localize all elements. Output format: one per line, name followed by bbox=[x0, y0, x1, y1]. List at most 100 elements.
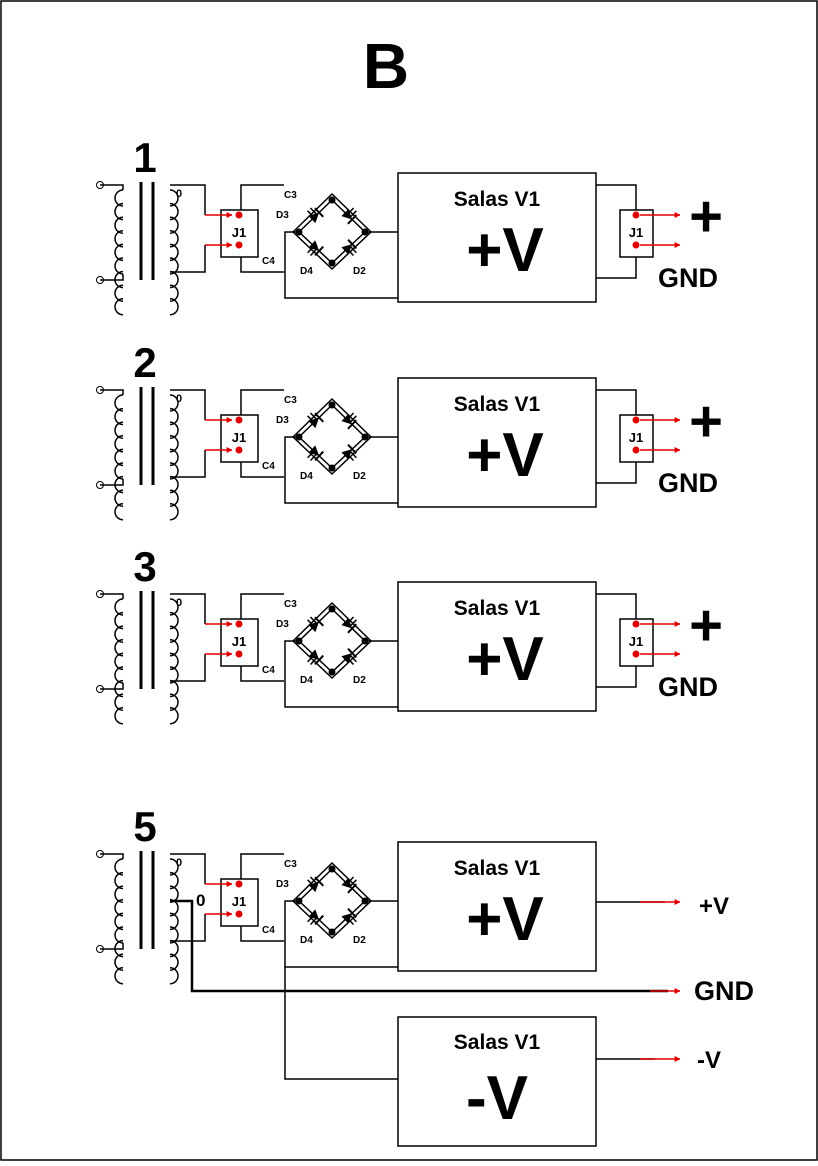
label-d3: D3 bbox=[276, 619, 289, 630]
label-d4: D4 bbox=[300, 266, 313, 277]
negative-feed-wire bbox=[284, 967, 398, 1080]
bridge-outer bbox=[292, 861, 373, 940]
output-connector: J1 bbox=[596, 389, 681, 484]
cap-plate bbox=[348, 653, 357, 663]
bridge-outer bbox=[292, 192, 373, 271]
output-ground-label: GND bbox=[658, 672, 718, 702]
capacitor-c1 bbox=[346, 876, 357, 888]
capacitor-c3 bbox=[307, 876, 318, 888]
module-number: 2 bbox=[133, 339, 156, 386]
secondary-lead-bottom bbox=[170, 245, 206, 273]
cap-plate bbox=[307, 244, 316, 254]
cap-plate bbox=[309, 616, 318, 625]
label-d4: D4 bbox=[300, 471, 313, 482]
capacitor-c4 bbox=[307, 913, 318, 926]
cap-plate bbox=[309, 656, 318, 666]
connector-pin-2 bbox=[235, 241, 243, 249]
regulator-negative-box bbox=[397, 1016, 597, 1147]
diode-bar bbox=[347, 214, 357, 225]
secondary-lead-top bbox=[170, 853, 206, 884]
capacitor-c3 bbox=[307, 207, 318, 219]
cap-plate bbox=[309, 247, 318, 257]
bridge-node bbox=[328, 401, 336, 409]
cap-plate bbox=[346, 876, 355, 885]
output-ground-label: GND bbox=[658, 468, 718, 498]
tap-label: 0 bbox=[176, 597, 182, 609]
cap-plate bbox=[309, 452, 318, 462]
cap-plate bbox=[309, 207, 318, 216]
label-c3: C3 bbox=[284, 190, 297, 201]
output-connector-label: J1 bbox=[629, 430, 643, 445]
label-d3: D3 bbox=[276, 879, 289, 890]
bridge-outer bbox=[292, 601, 373, 680]
bridge-node bbox=[328, 668, 336, 676]
tap-label: 0 bbox=[176, 393, 182, 405]
primary-winding bbox=[114, 394, 124, 521]
bridge-out-negative bbox=[284, 900, 398, 968]
output-connector: J1 bbox=[596, 593, 681, 688]
secondary-lead-bottom bbox=[170, 914, 206, 942]
capacitor-c4 bbox=[307, 653, 318, 666]
label-c3: C3 bbox=[284, 859, 297, 870]
regulator-box bbox=[397, 581, 597, 712]
bridge-feed-top bbox=[240, 593, 284, 619]
tap-label: 0 bbox=[176, 188, 182, 200]
primary-winding bbox=[114, 189, 124, 316]
label-c4: C4 bbox=[262, 925, 275, 936]
output-positive-label: +V bbox=[699, 893, 729, 920]
secondary-lead-bottom bbox=[170, 654, 206, 682]
secondary-lead-top bbox=[170, 184, 206, 215]
label-c4: C4 bbox=[262, 256, 275, 267]
bridge-feed-bottom bbox=[240, 926, 284, 942]
label-d4: D4 bbox=[300, 935, 313, 946]
regulator-negative-polarity: -V bbox=[466, 1064, 528, 1133]
diode-bar bbox=[314, 450, 324, 461]
output-ground-label: GND bbox=[658, 263, 718, 293]
regulator-positive-box bbox=[397, 841, 597, 972]
cap-plate bbox=[307, 449, 316, 459]
module-number: 3 bbox=[133, 543, 156, 590]
diode-bar bbox=[347, 883, 357, 894]
transformer: 0 bbox=[96, 386, 182, 521]
diode-bar bbox=[314, 245, 324, 256]
bridge-feed-bottom bbox=[240, 257, 284, 273]
output-lead-bottom bbox=[596, 257, 637, 279]
diode-bar bbox=[347, 419, 357, 430]
bridge-feed-top bbox=[240, 853, 284, 879]
cap-plate bbox=[346, 916, 355, 926]
connector-label: J1 bbox=[232, 634, 246, 649]
output-lead-top bbox=[596, 184, 637, 210]
regulator-polarity: +V bbox=[466, 625, 544, 694]
secondary-winding bbox=[169, 858, 179, 985]
regulator-positive-polarity: +V bbox=[466, 885, 544, 954]
label-c4: C4 bbox=[262, 665, 275, 676]
cap-plate bbox=[348, 449, 357, 459]
label-d2: D2 bbox=[353, 675, 366, 686]
output-positive-label: + bbox=[689, 593, 723, 658]
output-pin-2 bbox=[632, 650, 640, 658]
output-pin-2 bbox=[632, 241, 640, 249]
cap-plate bbox=[346, 616, 355, 625]
bridge-outer bbox=[292, 397, 373, 476]
diode-bar bbox=[347, 908, 357, 919]
cap-plate bbox=[346, 452, 355, 462]
center-tap-label: 0 bbox=[196, 891, 205, 910]
output-connector-label: J1 bbox=[629, 634, 643, 649]
capacitor-c2 bbox=[346, 244, 357, 257]
diode-bar bbox=[314, 412, 324, 423]
connector-pin-1 bbox=[235, 416, 243, 424]
transformer: 0 bbox=[96, 181, 182, 316]
tap-label: 0 bbox=[176, 857, 182, 869]
cap-plate bbox=[346, 207, 355, 216]
cap-plate bbox=[307, 415, 316, 424]
diode-bar bbox=[314, 914, 324, 925]
transformer: 0 bbox=[96, 850, 681, 994]
output-connector: J1 bbox=[596, 184, 681, 279]
regulator-name: Salas V1 bbox=[454, 188, 541, 211]
ground-bus bbox=[170, 899, 668, 993]
